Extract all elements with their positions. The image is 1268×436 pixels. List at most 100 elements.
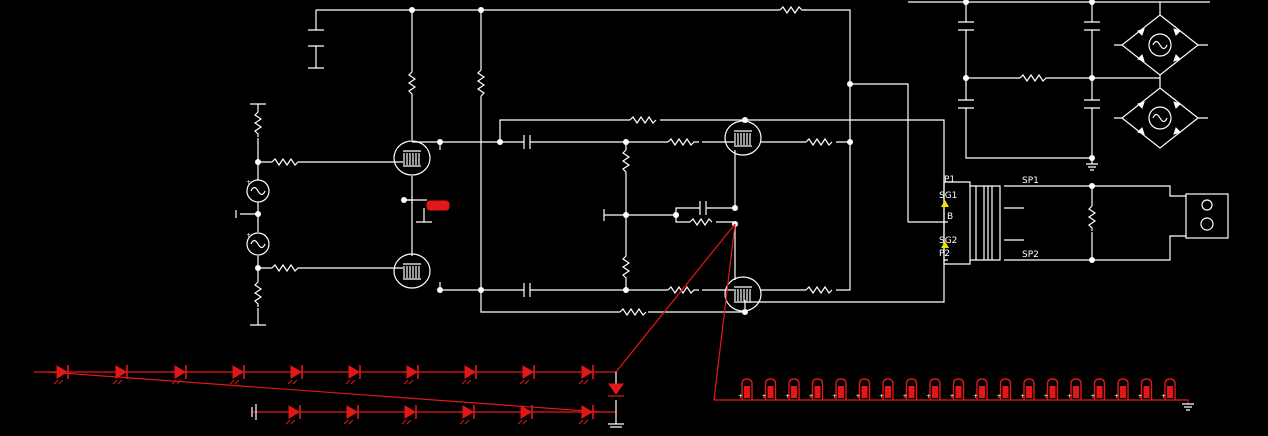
svg-text:+: +: [997, 393, 1002, 400]
led-icon: [112, 365, 128, 385]
capacitor-c6: [958, 21, 974, 31]
svg-text:+: +: [785, 393, 790, 400]
bar-indicator-icon: +: [1138, 378, 1153, 400]
svg-text:+: +: [1114, 393, 1119, 400]
svg-text:+: +: [1020, 393, 1025, 400]
resistor-r11: [619, 307, 647, 317]
resistor-r8: [689, 217, 713, 227]
led-icon: [229, 365, 245, 385]
probe-icon[interactable]: [404, 199, 450, 211]
svg-text:+: +: [809, 393, 814, 400]
bridge-rectifier-top: [1114, 2, 1208, 79]
capacitor-c3: [523, 283, 538, 297]
bar-indicator-icon: +: [1161, 378, 1176, 400]
grounds: [1086, 163, 1098, 171]
label-p1: P1: [944, 175, 955, 185]
ac-sources-left: + +: [246, 179, 270, 256]
resistor-r9: [667, 285, 699, 295]
svg-text:+: +: [1067, 393, 1072, 400]
svg-text:+: +: [738, 393, 743, 400]
bar-indicator-icon: +: [1067, 378, 1082, 400]
svg-text:+: +: [950, 393, 955, 400]
sine-source-icon: +: [246, 232, 270, 256]
led-icon: [287, 365, 303, 385]
led-icon: [401, 405, 417, 425]
bar-indicator-icon: +: [809, 378, 824, 400]
vacuum-tube-icon[interactable]: [393, 253, 431, 289]
resistors: [253, 5, 1097, 317]
ground-icon: [1086, 163, 1098, 171]
junction-dots: [255, 0, 1095, 315]
svg-text:+: +: [903, 393, 908, 400]
led-icon: [53, 365, 69, 385]
label-p2: P2: [939, 249, 950, 259]
zener-diode-icon: [608, 383, 624, 397]
vacuum-tubes: [393, 120, 762, 312]
speaker-icon[interactable]: [1185, 193, 1229, 239]
led-icon: [403, 365, 419, 385]
label-sg2: SG2: [939, 236, 957, 246]
bar-indicator-icon: +: [1114, 378, 1129, 400]
led-icon: [345, 365, 361, 385]
led-icon: [578, 365, 594, 385]
resistor-r2: [476, 69, 486, 97]
bar-indicator-icon: +: [926, 378, 941, 400]
bridge-rectifier-bottom: [1114, 78, 1208, 149]
svg-text:+: +: [832, 393, 837, 400]
resistor-r7: [621, 255, 631, 282]
bar-indicator-icon: +: [997, 378, 1012, 400]
label-b: B: [947, 212, 953, 222]
resistor-r5: [805, 137, 833, 147]
bridge-rectifiers: [1114, 2, 1208, 149]
led-icon: [517, 405, 533, 425]
probe-lines: [615, 223, 1194, 411]
resistor-r17: [1087, 205, 1097, 231]
bar-indicator-icon: +: [1044, 378, 1059, 400]
led-rails: [34, 371, 624, 428]
bar-indicator-icon: +: [832, 378, 847, 400]
bar-indicator-icon: +: [950, 378, 965, 400]
label-sg1: SG1: [939, 191, 957, 201]
capacitor-c7: [958, 99, 974, 109]
capacitor-c8: [1084, 21, 1100, 31]
bar-indicator-icon: +: [738, 378, 753, 400]
svg-text:+: +: [926, 393, 931, 400]
resistor-r1: [407, 71, 417, 96]
output-transformer: P1 SG1 B SG2 P2 SP1 SP2: [939, 175, 1039, 265]
svg-text:+: +: [1044, 393, 1049, 400]
vacuum-tube-icon[interactable]: [724, 120, 762, 156]
label-sp1: SP1: [1022, 176, 1039, 186]
resistor-r4: [667, 137, 699, 147]
resistor-r14: [253, 111, 263, 137]
bar-indicators: + + + + + + + + + + + + + + + + + + +: [738, 378, 1176, 400]
resistor-r16: [1019, 73, 1047, 83]
svg-text:+: +: [879, 393, 884, 400]
svg-text:+: +: [1138, 393, 1143, 400]
led-icon: [461, 365, 477, 385]
capacitor-c1: [308, 29, 324, 47]
led-icon: [343, 405, 359, 425]
led-icon: [285, 405, 301, 425]
bar-indicator-icon: +: [856, 378, 871, 400]
vacuum-tube-icon[interactable]: [724, 276, 762, 312]
led-icon: [459, 405, 475, 425]
capacitor-c4: [699, 201, 710, 215]
bar-indicator-icon: +: [879, 378, 894, 400]
svg-text:+: +: [762, 393, 767, 400]
main-wiring: [240, 1, 1210, 326]
bar-indicator-icon: +: [762, 378, 777, 400]
vacuum-tube-icon[interactable]: [393, 140, 431, 176]
bar-indicator-icon: +: [785, 378, 800, 400]
led-icon: [578, 405, 594, 425]
capacitors: [235, 21, 1100, 297]
svg-text:+: +: [1091, 393, 1096, 400]
bar-indicator-icon: +: [973, 378, 988, 400]
svg-text:+: +: [856, 393, 861, 400]
label-sp2: SP2: [1022, 250, 1039, 260]
capacitor-c9: [1084, 99, 1100, 109]
resistor-r3: [629, 115, 657, 125]
resistor-r6: [621, 149, 631, 176]
bar-indicator-icon: +: [1020, 378, 1035, 400]
resistor-r15: [253, 281, 263, 307]
